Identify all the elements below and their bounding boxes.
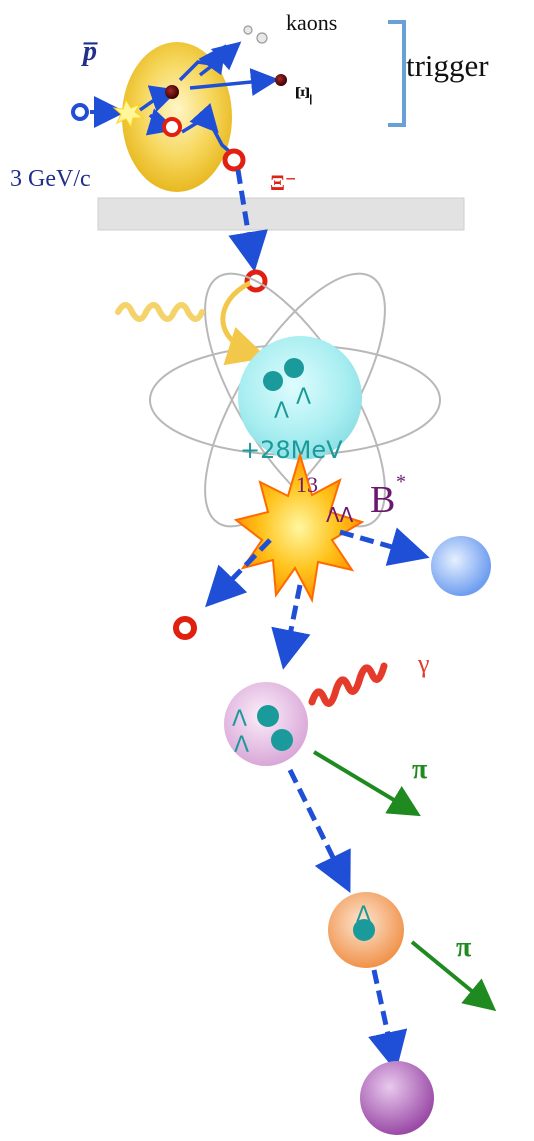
internal-track-6 <box>212 129 232 154</box>
trigger-bracket <box>388 20 406 127</box>
trigger-label: trigger <box>406 48 489 83</box>
hypernucleus-element-label: B <box>370 479 395 521</box>
lambda-label-4: Λ <box>234 733 249 758</box>
beam-momentum-label: 3 GeV/c <box>10 166 91 192</box>
anti-xi-particle <box>275 74 287 86</box>
lambda-ball-4 <box>271 729 293 751</box>
anti-xi-label: Ξ̅ <box>291 86 313 106</box>
hypernucleus-star-label: * <box>396 471 406 493</box>
pion-label-1: π <box>412 754 428 785</box>
lambda-ball-5 <box>353 919 375 941</box>
anti-xi-track <box>189 68 279 96</box>
gamma-wave-icon <box>308 662 388 707</box>
lambda-label-5: Λ <box>356 903 371 928</box>
pion-label-2: π <box>456 932 472 963</box>
antiproton-particle <box>71 103 89 121</box>
xi-minus-particle-exit <box>222 148 246 172</box>
internal-red-particle <box>162 117 182 137</box>
hypernucleus-mass-label: 13 <box>296 472 318 497</box>
xi-minus-label: Ξ⁻ <box>270 170 297 195</box>
final-nucleus <box>360 1061 434 1135</box>
kaons-label: kaons <box>286 10 337 35</box>
internal-track-5 <box>181 103 219 134</box>
lambda-ball-1 <box>263 371 283 391</box>
gamma-label: γ <box>417 649 430 678</box>
xi-minus-track <box>228 169 268 272</box>
collision-flash-icon <box>112 98 145 129</box>
xi-minus-transport: Ξ⁻ <box>97 148 465 293</box>
decay-fragment-blue <box>431 536 491 596</box>
decay-track-down <box>271 584 311 670</box>
pion-track-2 <box>410 940 497 1012</box>
primary-target-nucleus <box>122 42 232 192</box>
lambda-ball-3 <box>257 705 279 727</box>
decay-products: γ Λ Λ π Λ π <box>173 527 497 1135</box>
pion-track-1 <box>312 750 421 817</box>
hypernucleus-core <box>238 336 362 460</box>
energy-release-label: +28MeV <box>240 436 343 464</box>
lambda-label-2: Λ <box>296 385 311 410</box>
decay-explosion-icon <box>233 451 365 604</box>
internal-dark-particle <box>165 85 179 99</box>
production-stage: kaons Ξ̅ trigger p̅ 3 GeV/c <box>10 10 489 192</box>
hypernucleus-sub-label: ΛΛ <box>326 503 354 527</box>
decay-nucleon-red <box>173 616 197 640</box>
kaon-particle-2 <box>256 32 268 44</box>
secondary-target-slab <box>97 197 465 231</box>
internal-track-4 <box>198 41 242 77</box>
decay-track-right <box>339 527 430 566</box>
capture-curve-arrow <box>220 280 268 366</box>
lambda-label-3: Λ <box>232 707 247 732</box>
capture-wave-icon <box>115 302 205 322</box>
antiproton-label: p̅ <box>81 36 99 67</box>
weak-decay-track-1 <box>287 768 351 893</box>
atom-capture: Λ Λ +28MeV 13 ΛΛ B * <box>115 272 441 604</box>
lambda-label-1: Λ <box>274 399 289 424</box>
weak-decay-track-2 <box>368 969 408 1072</box>
lambda-ball-2 <box>284 358 304 378</box>
decay-track-left <box>205 538 272 608</box>
kaon-particle-1 <box>243 25 253 35</box>
